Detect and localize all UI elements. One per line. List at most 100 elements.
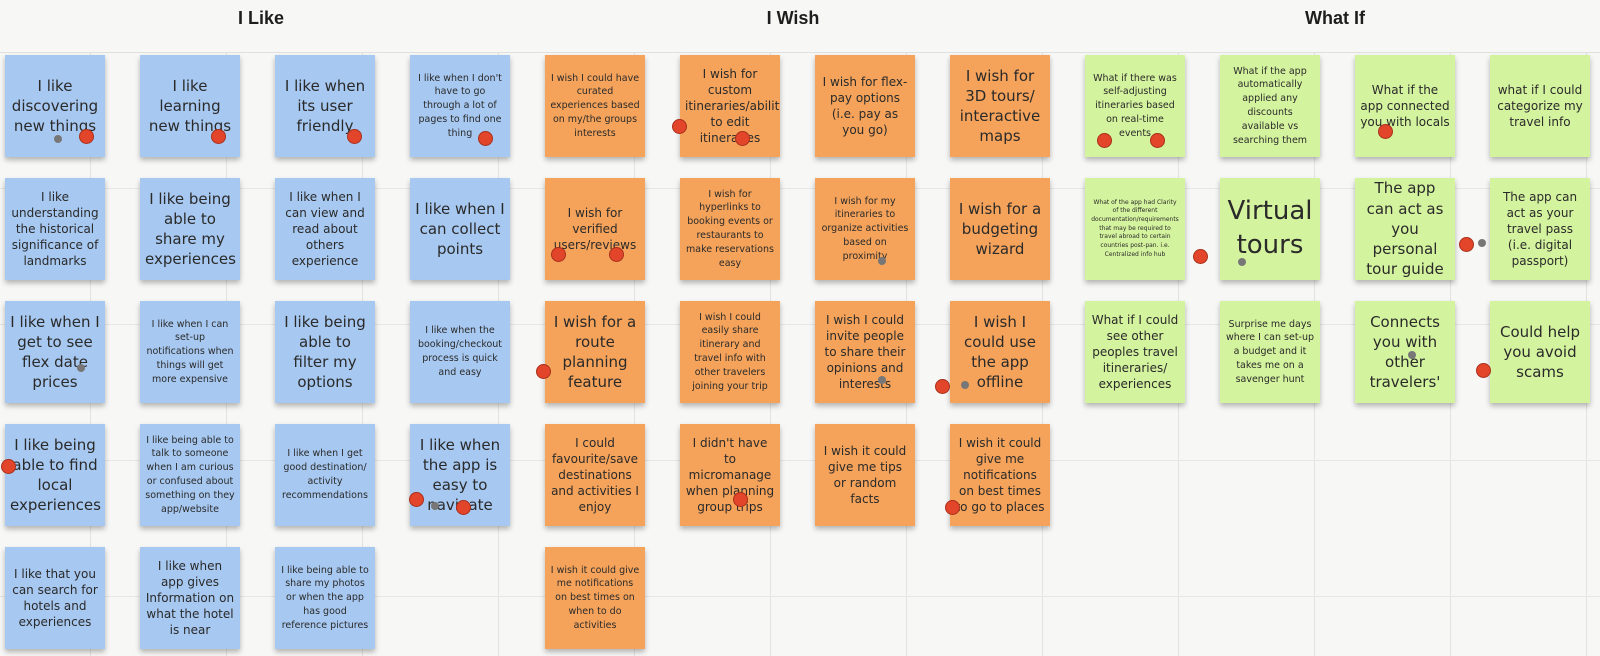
cursor-dot[interactable] [878,376,886,384]
sticky-note[interactable]: I like when its user friendly [275,55,375,157]
sticky-note-text: What of the app had Clarity of the diffe… [1091,198,1179,258]
sticky-note-text: I like when its user friendly [284,76,366,136]
sticky-note-text: I like when app gives Information on wha… [145,558,235,638]
sticky-note[interactable]: Surprise me days where I can set-up a bu… [1220,301,1320,403]
sticky-note-text: Could help you avoid scams [1499,322,1581,382]
vote-dot[interactable] [733,492,748,507]
sticky-note[interactable]: I wish for custom itineraries/ability to… [680,55,780,157]
sticky-note[interactable]: I like understanding the historical sign… [5,178,105,280]
sticky-note[interactable]: I wish for a budgeting wizard [950,178,1050,280]
vote-dot[interactable] [478,131,493,146]
sticky-note[interactable]: I like when I can collect points [410,178,510,280]
sticky-note-text: I wish I could use the app offline [964,312,1036,392]
vote-dot[interactable] [1097,133,1112,148]
sticky-note[interactable]: I wish for hyperlinks to booking events … [680,178,780,280]
sticky-note-text: I could favourite/save destinations and … [551,435,639,515]
cursor-dot[interactable] [1238,258,1246,266]
vote-dot[interactable] [1459,237,1474,252]
vote-dot[interactable] [1193,249,1208,264]
cursor-dot[interactable] [431,502,439,510]
cursor-dot[interactable] [878,257,886,265]
sticky-note[interactable]: I like being able to find local experien… [5,424,105,526]
cursor-dot[interactable] [1478,239,1486,247]
sticky-note[interactable]: What if I could see other peoples travel… [1085,301,1185,403]
vote-dot[interactable] [1378,124,1393,139]
sticky-note[interactable]: I wish for my itineraries to organize ac… [815,178,915,280]
sticky-note[interactable]: What if the app connected you with local… [1355,55,1455,157]
column-title-i-wish: I Wish [766,8,820,28]
sticky-note-text: I wish for my itineraries to organize ac… [821,195,909,262]
sticky-note-text: I wish for 3D tours/ interactive maps [959,66,1041,146]
cursor-dot[interactable] [77,364,85,372]
sticky-note[interactable]: Virtual tours [1220,178,1320,280]
vote-dot[interactable] [347,129,362,144]
sticky-note[interactable]: I like when the booking/checkout process… [410,301,510,403]
vote-dot[interactable] [79,129,94,144]
sticky-note-text: Surprise me days where I can set-up a bu… [1225,318,1315,385]
sticky-note[interactable]: I like when I get good destination/ acti… [275,424,375,526]
vote-dot[interactable] [456,500,471,515]
sticky-note[interactable]: I didn't have to micromanage when planni… [680,424,780,526]
sticky-note[interactable]: I like when I can view and read about ot… [275,178,375,280]
sticky-note[interactable]: I wish I could invite people to share th… [815,301,915,403]
vote-dot[interactable] [409,492,424,507]
sticky-note[interactable]: I like being able to filter my options [275,301,375,403]
sticky-note[interactable]: I wish for verified users/reviews [545,178,645,280]
column-title-what-if: What If [1305,8,1365,28]
sticky-note[interactable]: I like when I get to see flex date price… [5,301,105,403]
sticky-note[interactable]: I like when I don't have to go through a… [410,55,510,157]
column-title-i-like: I Like [237,8,285,28]
sticky-note-text: What if there was self-adjusting itinera… [1093,72,1177,139]
grid-line [0,188,1600,189]
sticky-note[interactable]: what if I could categorize my travel inf… [1490,55,1590,157]
sticky-note-text: I wish it could give me notifications on… [955,435,1045,515]
sticky-note[interactable]: I wish for flex-pay options (i.e. pay as… [815,55,915,157]
sticky-note[interactable]: The app can act as your travel pass (i.e… [1490,178,1590,280]
sticky-note-text: Connects you with other travelers' [1369,312,1441,392]
sticky-note[interactable]: What if the app automatically applied an… [1220,55,1320,157]
sticky-note[interactable]: I wish it could give me tips or random f… [815,424,915,526]
vote-dot[interactable] [735,131,750,146]
vote-dot[interactable] [945,500,960,515]
sticky-note-text: I like being able to share my photos or … [281,564,369,631]
sticky-note[interactable]: I wish it could give me notifications on… [950,424,1050,526]
sticky-note-text: I wish for a route planning feature [553,312,637,392]
sticky-note[interactable]: I wish for a route planning feature [545,301,645,403]
sticky-note[interactable]: Could help you avoid scams [1490,301,1590,403]
vote-dot[interactable] [1150,133,1165,148]
cursor-dot[interactable] [1408,351,1416,359]
sticky-note[interactable]: What of the app had Clarity of the diffe… [1085,178,1185,280]
sticky-note[interactable]: I like when app gives Information on wha… [140,547,240,649]
sticky-note[interactable]: I wish I could use the app offline [950,301,1050,403]
sticky-note[interactable]: I could favourite/save destinations and … [545,424,645,526]
sticky-note[interactable]: I like that you can search for hotels an… [5,547,105,649]
vote-dot[interactable] [672,119,687,134]
sticky-note[interactable]: Connects you with other travelers' [1355,301,1455,403]
vote-dot[interactable] [1476,363,1491,378]
sticky-note[interactable]: I like being able to share my experience… [140,178,240,280]
vote-dot[interactable] [935,379,950,394]
sticky-note-text: What if I could see other peoples travel… [1091,312,1179,392]
sticky-note[interactable]: I like when I can set-up notifications w… [140,301,240,403]
sticky-note-text: I like discovering new things [11,76,99,136]
sticky-note[interactable]: I wish it could give me notifications on… [545,547,645,649]
sticky-note[interactable]: I wish I could have curated experiences … [545,55,645,157]
sticky-note[interactable]: I wish I could easily share itinerary an… [680,301,780,403]
column-header-row [0,0,1600,53]
vote-dot[interactable] [609,247,624,262]
sticky-note[interactable]: I like being able to talk to someone whe… [140,424,240,526]
vote-dot[interactable] [211,129,226,144]
cursor-dot[interactable] [961,381,969,389]
grid-line [0,460,1600,461]
vote-dot[interactable] [536,364,551,379]
sticky-note[interactable]: I like being able to share my photos or … [275,547,375,649]
cursor-dot[interactable] [54,135,62,143]
sticky-note-text: I like when the booking/checkout process… [417,325,503,378]
vote-dot[interactable] [551,247,566,262]
vote-dot[interactable] [1,459,16,474]
sticky-note[interactable]: The app can act as you personal tour gui… [1355,178,1455,280]
sticky-note-text: I wish for verified users/reviews [553,205,637,253]
sticky-note[interactable]: I wish for 3D tours/ interactive maps [950,55,1050,157]
sticky-note[interactable]: I like learning new things [140,55,240,157]
